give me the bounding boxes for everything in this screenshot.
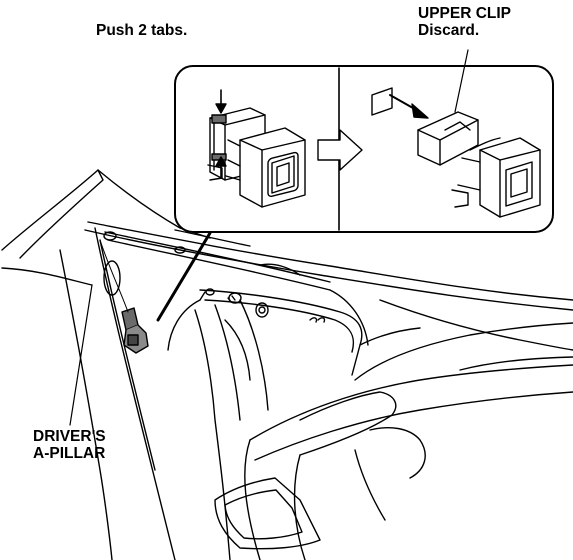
clip-removed-illustration [372,88,540,217]
arrow-right-icon [318,130,362,170]
leader-line [158,233,210,320]
driver-a-pillar-label: DRIVER'S A-PILLAR [33,428,106,462]
driver-label-line1: DRIVER'S [33,428,106,445]
driver-leader [70,285,92,425]
driver-label-line2: A-PILLAR [33,445,106,462]
a-pillar-outline [2,170,103,258]
upper-clip-title: UPPER CLIP [418,5,512,22]
a-pillar-illustration [2,170,573,560]
push-tabs-label: Push 2 tabs. [96,22,188,39]
clip-push-illustration [208,90,305,207]
upper-clip-note: Discard. [418,22,480,39]
upper-clip-label: UPPER CLIP Discard. [418,5,511,39]
clip-icon [100,240,148,353]
